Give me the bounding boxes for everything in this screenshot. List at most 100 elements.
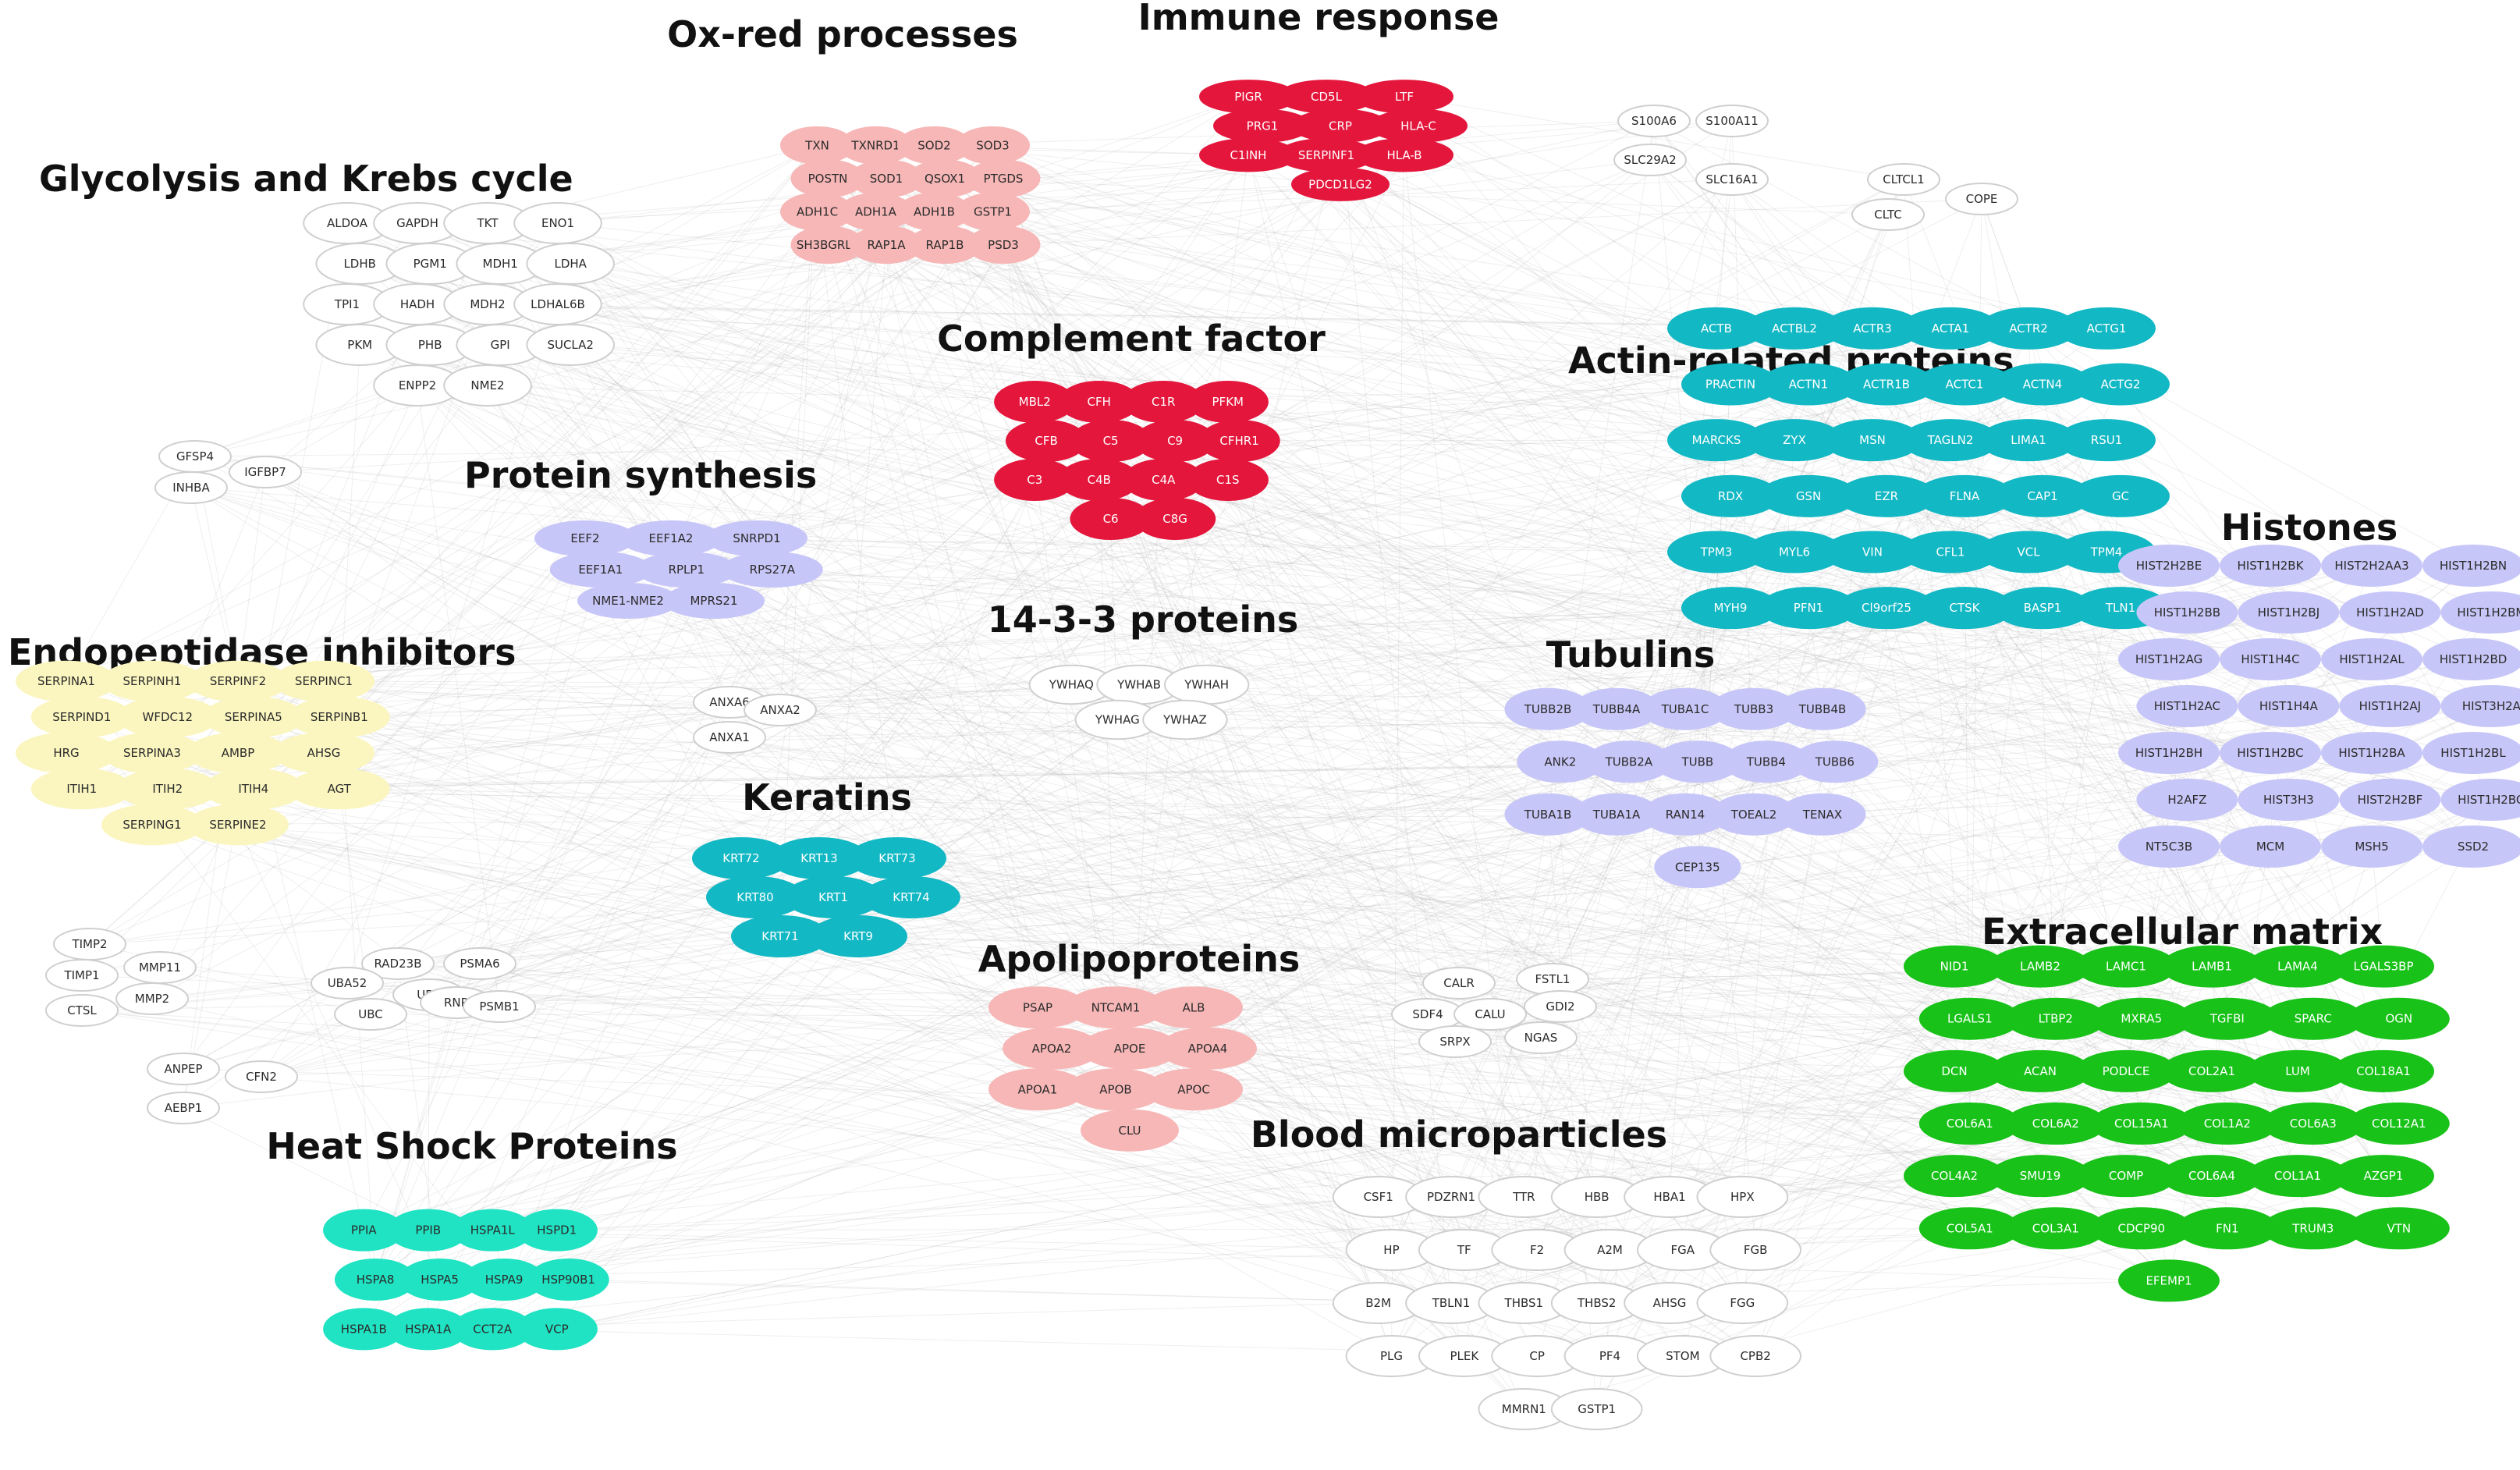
node-ran14: RAN14 — [1642, 793, 1729, 836]
node-serpine2: SERPINE2 — [187, 804, 289, 846]
node-ellipse — [1696, 1176, 1789, 1218]
node-hp: HP — [1345, 1229, 1438, 1271]
node-label: OGN — [2385, 1012, 2412, 1026]
node-label: TUBB4A — [1592, 702, 1641, 716]
node-ellipse — [527, 1259, 609, 1301]
node-enpp2: ENPP2 — [373, 364, 462, 407]
node-ellipse — [45, 959, 119, 992]
node-label: C8G — [1162, 512, 1187, 526]
node-lamc1: LAMC1 — [2075, 945, 2177, 988]
node-label: SERPINA3 — [123, 746, 181, 760]
node-hspd1: HSPD1 — [516, 1209, 598, 1252]
node-label: SERPINC1 — [295, 674, 353, 688]
node-label: COL6A4 — [2188, 1169, 2235, 1183]
node-label: PFKM — [1212, 395, 1244, 409]
cluster-title-ox-red-processes: Ox-red processes — [667, 13, 1018, 55]
node-label: LAMC1 — [2106, 960, 2146, 974]
cluster-title-14-3-3-proteins: 14-3-3 proteins — [988, 598, 1299, 641]
node-lgals1: LGALS1 — [1918, 997, 2021, 1040]
node-ellipse — [2348, 1207, 2450, 1250]
node-csf1: CSF1 — [1332, 1176, 1425, 1218]
node-ellipse — [443, 947, 516, 980]
node-hist1h2ad: HIST1H2AD — [2339, 591, 2441, 634]
node-label: RSU1 — [2091, 433, 2122, 447]
node-label: PODLCE — [2103, 1064, 2150, 1078]
node-serping1: SERPING1 — [101, 804, 203, 846]
node-ellipse — [2057, 307, 2156, 350]
node-label: CD5L — [1311, 90, 1343, 104]
node-cfn2: CFN2 — [225, 1060, 298, 1093]
node-ubc: UBC — [334, 998, 407, 1031]
node-label: HSPA1A — [405, 1322, 452, 1336]
node-ptgds: PTGDS — [966, 159, 1041, 198]
node-serpina1: SERPINA1 — [16, 660, 117, 702]
node-label: SLC16A1 — [1705, 172, 1758, 186]
node-ellipse — [2339, 591, 2441, 634]
node-col5a1: COL5A1 — [1918, 1207, 2021, 1250]
node-ellipse — [2220, 638, 2321, 680]
node-azgp1: AZGP1 — [2333, 1155, 2434, 1198]
node-hist1h2ag: HIST1H2AG — [2118, 638, 2220, 680]
node-ltbp2: LTBP2 — [2004, 997, 2107, 1040]
node-ellipse — [2136, 591, 2238, 634]
node-label: HIST1H2AL — [2339, 652, 2405, 666]
node-label: CSF1 — [1364, 1190, 1393, 1204]
node-ellipse — [115, 982, 189, 1015]
node-ellipse — [2321, 545, 2422, 587]
node-label: KRT71 — [761, 929, 798, 943]
node-ellipse — [1355, 138, 1453, 172]
node-label: CEP135 — [1675, 860, 1720, 874]
node-cdcp90: CDCP90 — [2090, 1207, 2192, 1250]
node-label: PTGDS — [984, 172, 1024, 186]
node-label: ADH1C — [797, 204, 838, 218]
node-ellipse — [229, 456, 302, 488]
node-label: TUBB4B — [1798, 702, 1847, 716]
node-label: COL5A1 — [1947, 1221, 1993, 1235]
node-serpinb1: SERPINB1 — [288, 696, 390, 738]
node-label: HSPA9 — [485, 1273, 524, 1287]
node-mmrn1: MMRN1 — [1478, 1388, 1571, 1430]
node-ellipse — [2333, 1049, 2434, 1092]
node-hist1h2ba: HIST1H2BA — [2321, 732, 2422, 774]
node-hist1h2bh: HIST1H2BH — [2118, 732, 2220, 774]
node-itih2: ITIH2 — [116, 768, 218, 810]
node-label: A2M — [1597, 1243, 1623, 1257]
node-label: TTR — [1512, 1190, 1535, 1204]
node-tubb4b: TUBB4B — [1779, 687, 1866, 730]
node-fn1: FN1 — [2176, 1207, 2278, 1250]
node-label: GSTP1 — [974, 204, 1012, 218]
node-ellipse — [1851, 198, 1925, 231]
node-label: C1S — [1216, 473, 1240, 487]
node-ellipse — [2321, 638, 2422, 680]
node-label: TUBA1C — [1661, 702, 1709, 716]
node-cope: COPE — [1945, 183, 2018, 215]
node-hist1h2bk: HIST1H2BK — [2220, 545, 2321, 587]
node-ellipse — [1145, 1068, 1243, 1111]
node-label: SRPX — [1439, 1035, 1470, 1049]
node-mdh2: MDH2 — [443, 283, 532, 325]
node-hist2h2aa3: HIST2H2AA3 — [2321, 545, 2422, 587]
node-col2a1: COL2A1 — [2161, 1049, 2263, 1092]
node-label: CALR — [1443, 976, 1475, 990]
node-label: TXN — [804, 138, 829, 152]
node-label: HIST1H4A — [2259, 699, 2319, 713]
node-label: COL15A1 — [2114, 1117, 2169, 1131]
node-ellipse — [2440, 779, 2520, 821]
node-label: B2M — [1365, 1296, 1391, 1310]
node-label: APOC — [1177, 1082, 1210, 1096]
node-pgm1: PGM1 — [385, 243, 475, 285]
node-s100a11: S100A11 — [1695, 105, 1769, 137]
node-psma6: PSMA6 — [443, 947, 516, 980]
node-label: KRT1 — [818, 890, 848, 904]
node-itih4: ITIH4 — [202, 768, 304, 810]
node-ellipse — [361, 947, 435, 980]
node-tuba1a: TUBA1A — [1573, 793, 1660, 836]
node-label: TPM4 — [2090, 545, 2123, 559]
node-label: HIST1H2BK — [2238, 559, 2305, 573]
node-ellipse — [1654, 846, 1741, 889]
node-label: CFB — [1035, 434, 1057, 448]
node-label: LDHAL6B — [531, 297, 585, 311]
node-ellipse — [2339, 779, 2441, 821]
node-label: CFH — [1088, 395, 1111, 409]
node-label: VTN — [2387, 1221, 2411, 1235]
